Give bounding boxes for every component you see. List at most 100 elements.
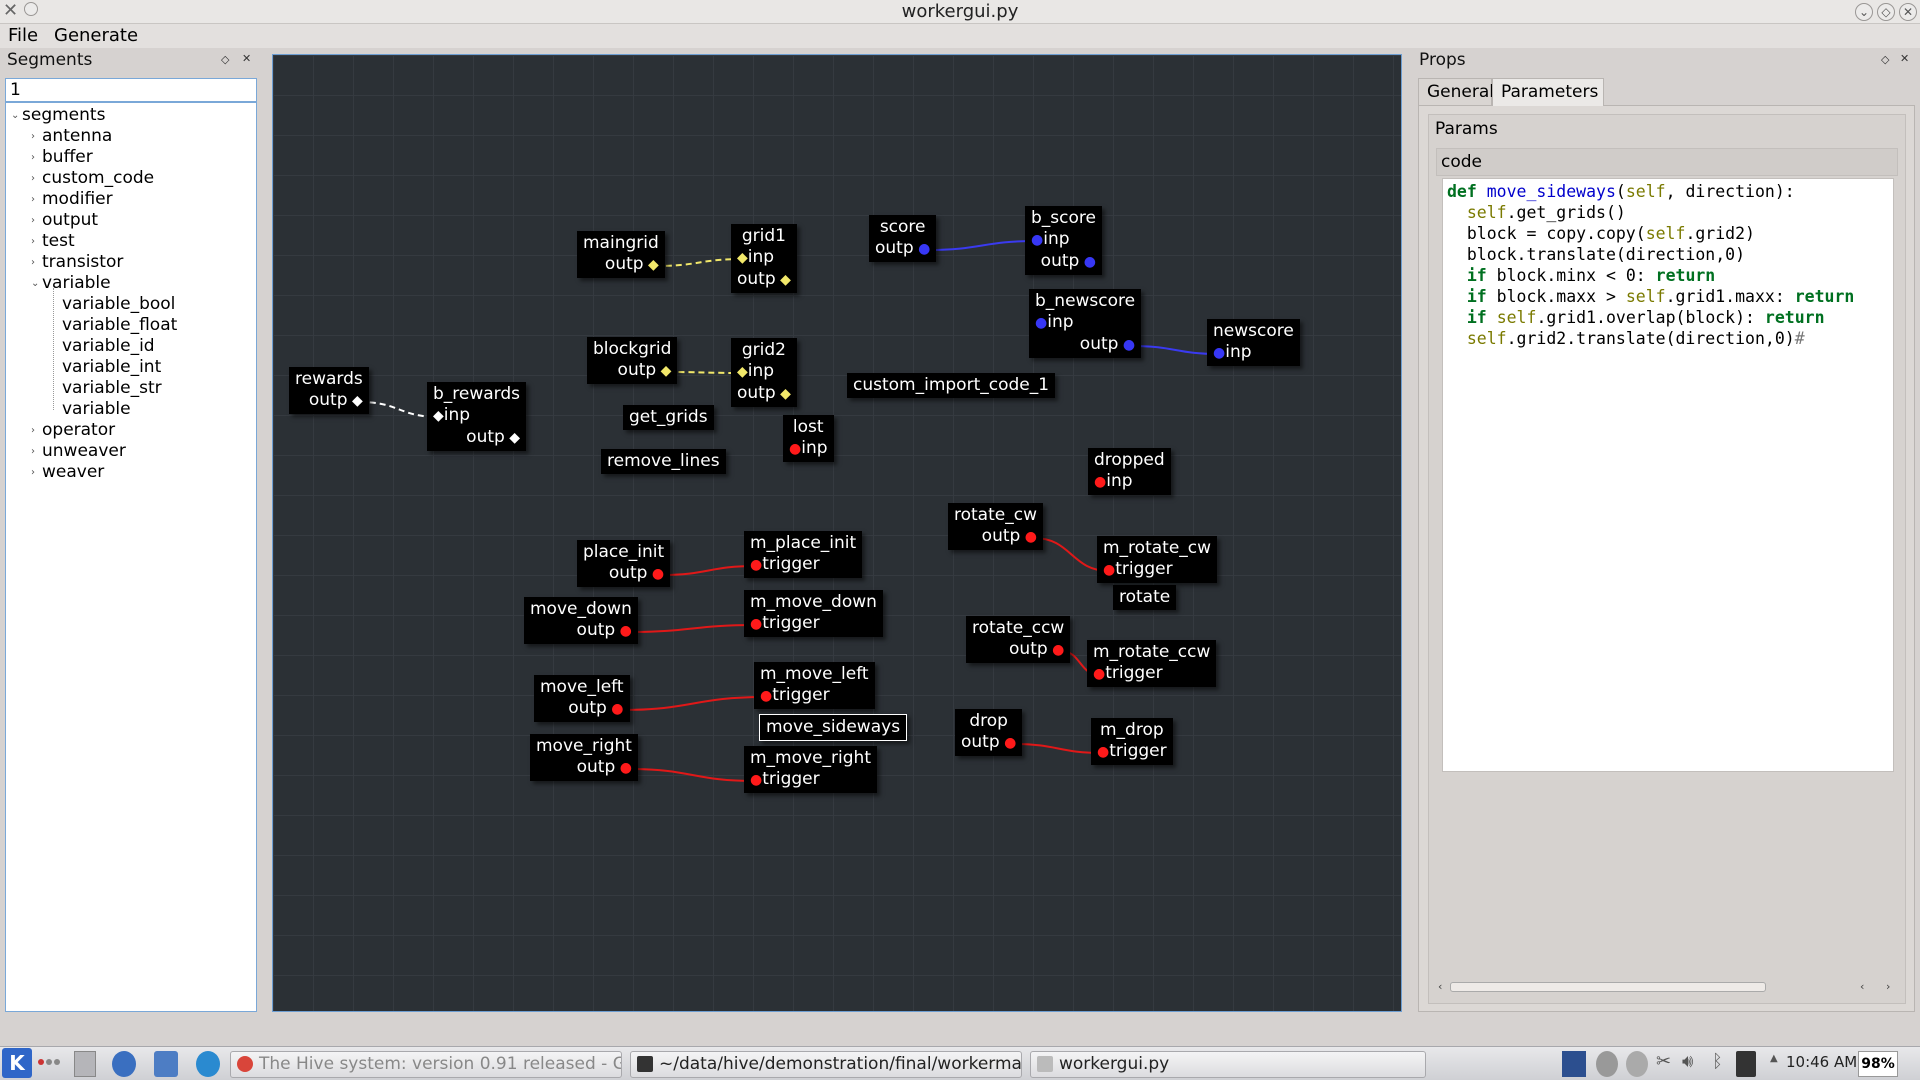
tree-item-transistor[interactable]: transistor [42, 252, 124, 272]
code-editor[interactable]: def move_sideways(self, direction): self… [1442, 178, 1894, 772]
collapse-arrow-icon[interactable]: ⌄ [31, 278, 40, 289]
scrollbar-thumb[interactable] [1450, 982, 1766, 992]
workspace-dots-icon[interactable] [38, 1059, 62, 1069]
window-menu-icon[interactable] [24, 2, 38, 16]
input-pin-icon[interactable]: ● [1213, 345, 1226, 361]
input-pin-icon[interactable]: ● [1094, 474, 1107, 490]
props-float-icon[interactable]: ◇ [1881, 53, 1890, 66]
tree-item-segments[interactable]: segments [22, 105, 106, 125]
input-pin-icon[interactable]: ● [760, 688, 773, 704]
node-m-rotate-cw[interactable]: m_rotate_cw●trigger [1097, 536, 1218, 583]
wire-b-newscore-to-newscore[interactable] [1132, 345, 1220, 355]
expand-arrow-icon[interactable]: › [31, 173, 35, 184]
output-pin-icon[interactable]: ◆ [347, 393, 363, 409]
output-pin-icon[interactable]: ● [647, 566, 665, 582]
tree-item-unweaver[interactable]: unweaver [42, 441, 126, 461]
segments-close-icon[interactable]: ✕ [242, 52, 252, 65]
maximize-icon[interactable]: ◇ [1877, 3, 1895, 21]
screen-icon[interactable] [1562, 1051, 1586, 1077]
expand-arrow-icon[interactable]: › [31, 425, 35, 436]
monitor-icon[interactable] [154, 1051, 178, 1077]
input-pin-icon[interactable]: ● [750, 772, 763, 788]
tree-item-output[interactable]: output [42, 210, 99, 230]
node-m-move-right[interactable]: m_move_right●trigger [744, 746, 877, 793]
output-pin-icon[interactable]: ◆ [775, 386, 791, 402]
output-pin-icon[interactable]: ● [615, 760, 632, 776]
browser-icon[interactable] [112, 1051, 136, 1077]
input-pin-icon[interactable]: ● [750, 616, 763, 632]
expand-arrow-icon[interactable]: › [31, 194, 35, 205]
taskbar-task[interactable]: workergui.py [1030, 1051, 1426, 1078]
tree-item-modifier[interactable]: modifier [42, 189, 113, 209]
tree-item-variable-float[interactable]: variable_float [62, 315, 178, 335]
collapse-arrow-icon[interactable]: ⌄ [11, 110, 20, 121]
bluetooth-icon[interactable]: ᛒ [1712, 1051, 1723, 1072]
node-lost[interactable]: lost●inp [783, 415, 834, 462]
output-pin-icon[interactable]: ● [615, 623, 632, 639]
code-horizontal-scrollbar[interactable]: ‹ ‹ › [1436, 980, 1898, 994]
output-pin-icon[interactable]: ● [1079, 254, 1096, 270]
node-m-move-down[interactable]: m_move_down●trigger [744, 590, 883, 637]
taskbar-task[interactable]: ~/data/hive/demonstration/final/workerma… [630, 1051, 1022, 1078]
output-pin-icon[interactable]: ◆ [775, 272, 791, 288]
scroll-left-icon[interactable]: ‹ [1438, 980, 1443, 993]
input-pin-icon[interactable]: ◆ [433, 408, 444, 424]
web-browser-icon[interactable] [196, 1051, 220, 1077]
volume-icon[interactable]: 🔊︎ [1682, 1051, 1694, 1072]
start-menu-icon[interactable]: K [2, 1048, 32, 1078]
tree-item-variable[interactable]: variable [42, 273, 111, 293]
tab-parameters[interactable]: Parameters [1492, 78, 1604, 106]
node-m-rotate-ccw[interactable]: m_rotate_ccw●trigger [1087, 640, 1217, 687]
output-pin-icon[interactable]: ● [606, 701, 624, 717]
expand-arrow-icon[interactable]: › [31, 236, 35, 247]
tree-item-weaver[interactable]: weaver [42, 462, 105, 482]
tree-item-variable-id[interactable]: variable_id [62, 336, 155, 356]
app-close-x-icon[interactable]: ✕ [3, 0, 19, 21]
input-pin-icon[interactable]: ◆ [737, 250, 748, 266]
output-pin-icon[interactable]: ● [1020, 529, 1037, 545]
wire-maingrid-to-grid1[interactable] [655, 258, 744, 267]
settings-icon[interactable] [1626, 1051, 1648, 1077]
tree-item-test[interactable]: test [42, 231, 75, 251]
segments-tree[interactable]: ⌄segments›antenna›buffer›custom_code›mod… [5, 102, 257, 1012]
network-icon[interactable] [1596, 1051, 1618, 1077]
menu-generate[interactable]: Generate [54, 25, 139, 46]
tree-item-variable-str[interactable]: variable_str [62, 378, 162, 398]
node-custom-import-code-1[interactable]: custom_import_code_1 [847, 373, 1056, 398]
tree-item-buffer[interactable]: buffer [42, 147, 93, 167]
scroll-left-alt-icon[interactable]: ‹ [1860, 980, 1865, 993]
segments-filter-input[interactable]: 1 [5, 78, 257, 102]
taskbar-task[interactable]: The Hive system: version 0.91 released -… [230, 1051, 622, 1078]
wire-move-left-to-m-move-left[interactable] [620, 696, 767, 711]
tray-expand-icon[interactable]: ▲ [1770, 1053, 1778, 1064]
clock[interactable]: 10:46 AM [1786, 1053, 1858, 1071]
wire-score-to-b-score[interactable] [927, 240, 1038, 251]
tree-item-operator[interactable]: operator [42, 420, 116, 440]
input-pin-icon[interactable]: ● [1103, 562, 1116, 578]
wire-move-down-to-m-move-down[interactable] [628, 624, 757, 633]
node-remove-lines[interactable]: remove_lines [601, 449, 726, 474]
output-pin-icon[interactable]: ● [1118, 337, 1136, 353]
minimize-icon[interactable]: ⌄ [1855, 3, 1873, 21]
input-pin-icon[interactable]: ● [789, 441, 802, 457]
close-icon[interactable]: ✕ [1899, 3, 1917, 21]
tree-item-antenna[interactable]: antenna [42, 126, 113, 146]
input-pin-icon[interactable]: ● [1031, 232, 1044, 248]
expand-arrow-icon[interactable]: › [31, 215, 35, 226]
node-newscore[interactable]: newscore●inp [1207, 319, 1300, 366]
battery-indicator[interactable]: 98% [1858, 1051, 1898, 1077]
clipboard-icon[interactable] [1736, 1051, 1756, 1077]
expand-arrow-icon[interactable]: › [31, 446, 35, 457]
